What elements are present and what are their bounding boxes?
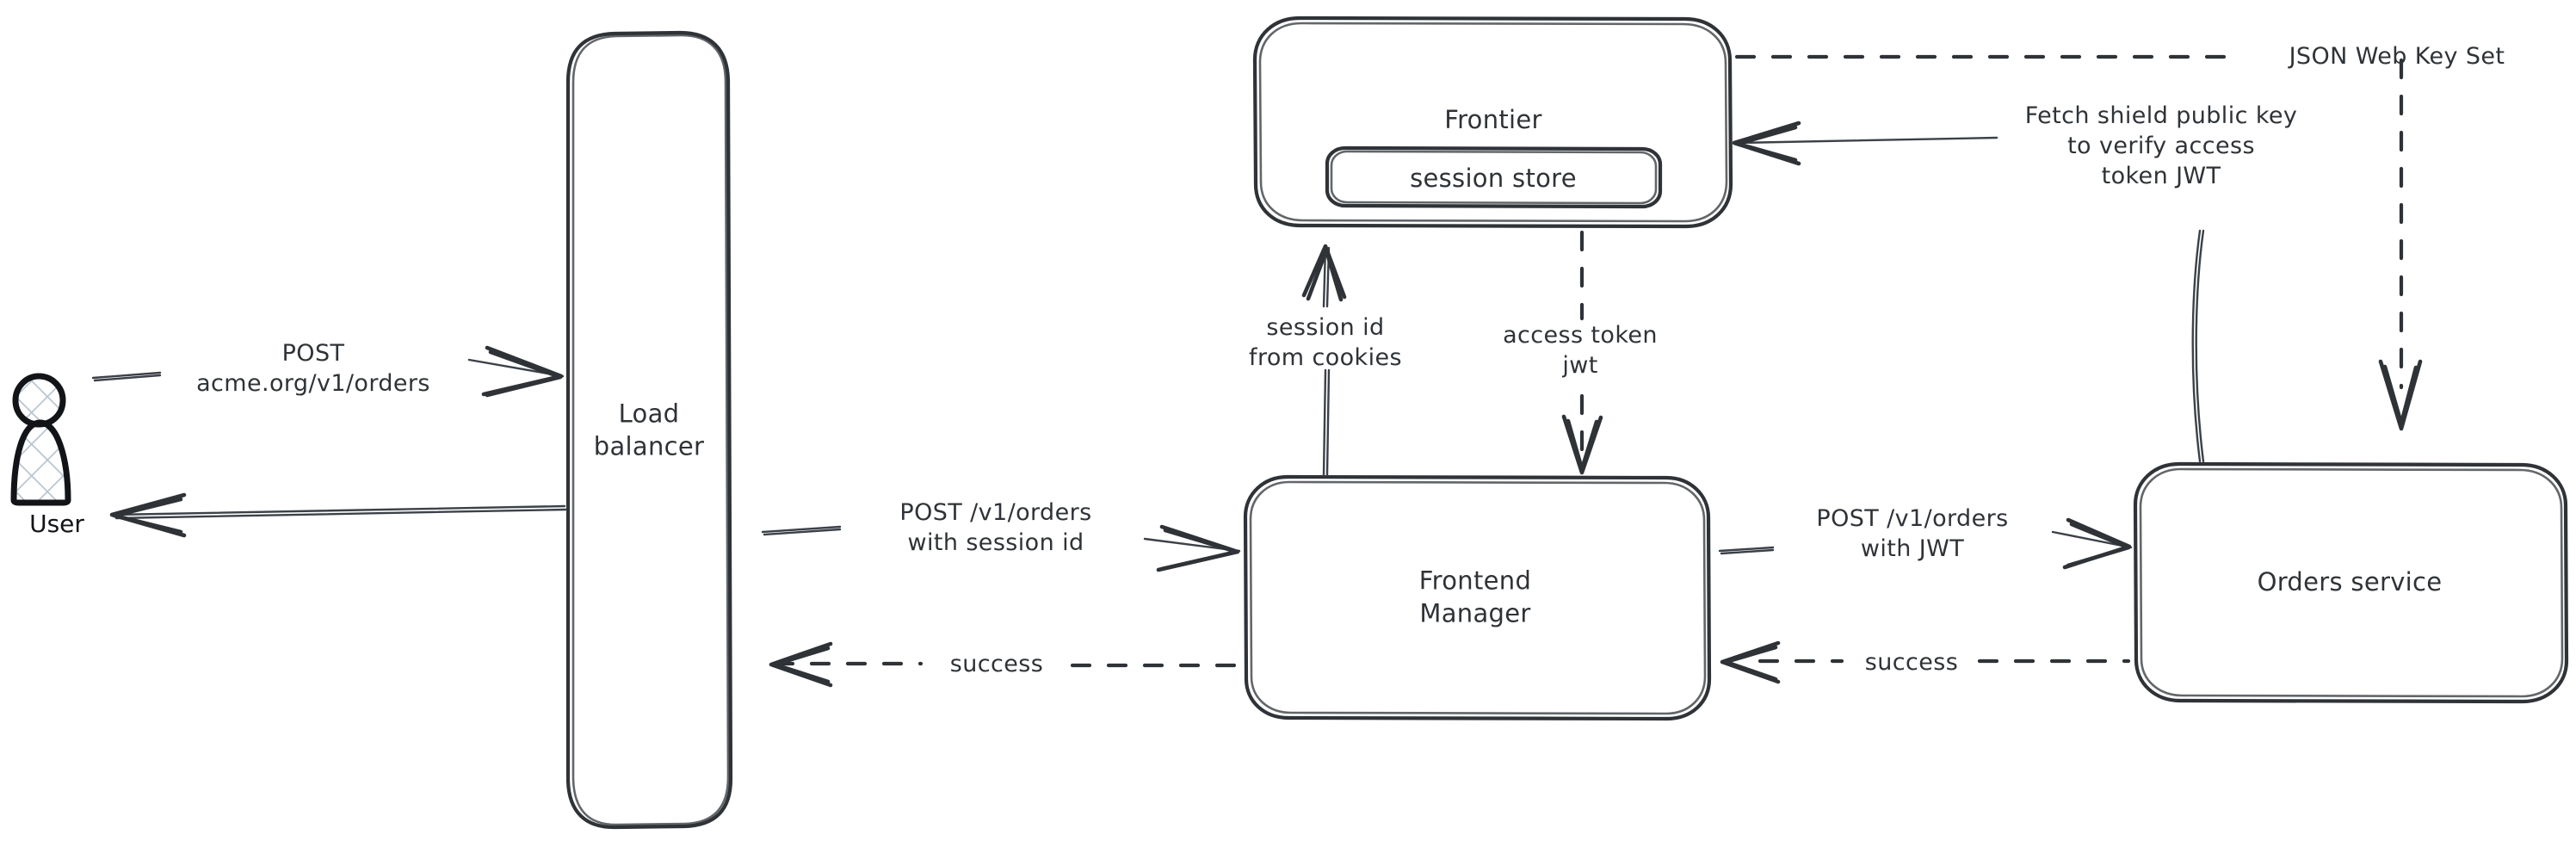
actor-user-label: User [29,510,84,538]
edge-lb-to-user [109,492,567,538]
node-orders-service-label: Orders service [2257,566,2443,597]
edge-frontier-to-orders-jwks [1734,54,2423,431]
actor-user-icon [10,373,71,506]
edge-fm-to-lb-success [769,641,1242,688]
node-session-store-label: session store [1410,163,1577,193]
edge-orders-to-fm-success [1720,640,2131,684]
node-frontend-manager-label: Frontend Manager [1418,566,1532,628]
node-frontier[interactable] [1252,15,1733,229]
node-frontend-manager[interactable] [1243,474,1712,721]
edge-user-to-lb [91,345,565,398]
edge-label-post-orders-session-id: POST /v1/orders with session id [899,499,1092,557]
edge-lb-to-fm [761,524,1241,572]
edge-label-session-id-from-cookies: session id from cookies [1249,314,1402,372]
edge-label-access-token-jwt: access token jwt [1503,322,1658,380]
edge-label-success-orders: success [1864,649,1959,676]
edge-fm-to-orders [1718,517,2133,570]
node-load-balancer[interactable] [565,30,733,830]
edge-fm-to-frontier-sessionid [1301,244,1347,477]
node-load-balancer-label: Load balancer [593,399,705,461]
edge-label-fetch-shield-public-key: Fetch shield public key to verify access… [2024,102,2298,190]
edge-label-json-web-key-set: JSON Web Key Set [2289,43,2505,70]
node-orders-service[interactable] [2133,461,2569,704]
edge-orders-to-frontier-fetchkey [1732,121,2205,463]
edge-label-post-orders-with-jwt: POST /v1/orders with JWT [1816,505,2009,563]
edge-label-success-load-balancer: success [949,651,1044,677]
edge-label-post-acme-orders: POST acme.org/v1/orders [196,340,430,398]
node-frontier-label: Frontier [1444,104,1542,134]
edge-frontier-to-fm-accesstoken [1561,230,1603,475]
node-session-store[interactable] [1325,145,1663,209]
